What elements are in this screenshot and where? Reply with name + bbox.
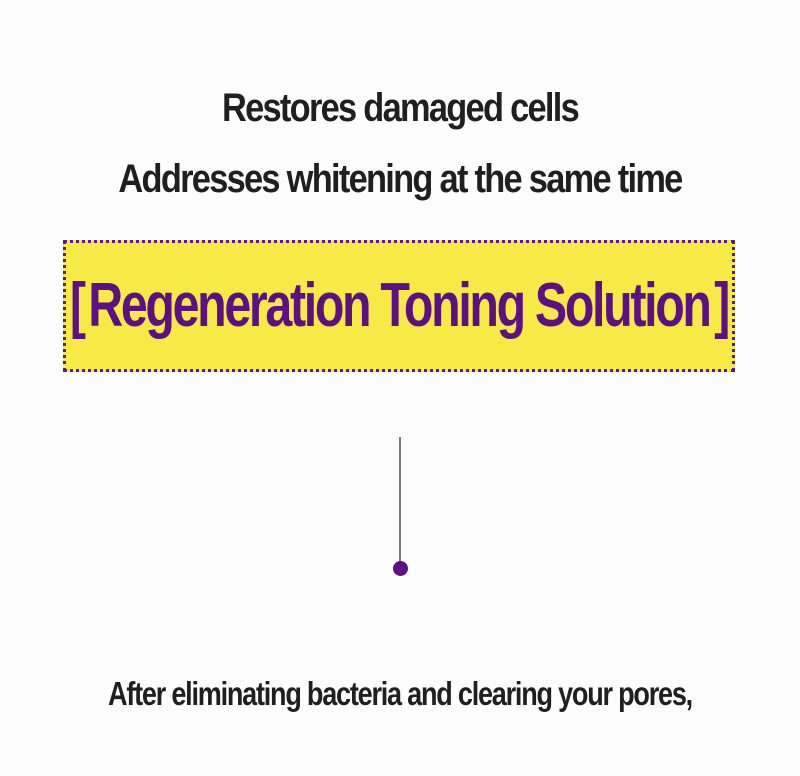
headline-line-1: Restores damaged cells <box>221 86 580 130</box>
badge-title: Regeneration Toning Solution <box>88 271 712 340</box>
solution-badge: [Regeneration Toning Solution] <box>63 240 735 372</box>
connector-line <box>399 437 401 561</box>
headline-line-2: Addresses whitening at the same time <box>118 157 683 201</box>
badge-close-bracket: ] <box>714 271 730 340</box>
connector-dot <box>393 561 408 576</box>
badge-text: [Regeneration Toning Solution] <box>65 275 733 337</box>
badge-open-bracket: [ <box>69 271 86 340</box>
footer-caption: After eliminating bacteria and clearing … <box>108 675 693 712</box>
